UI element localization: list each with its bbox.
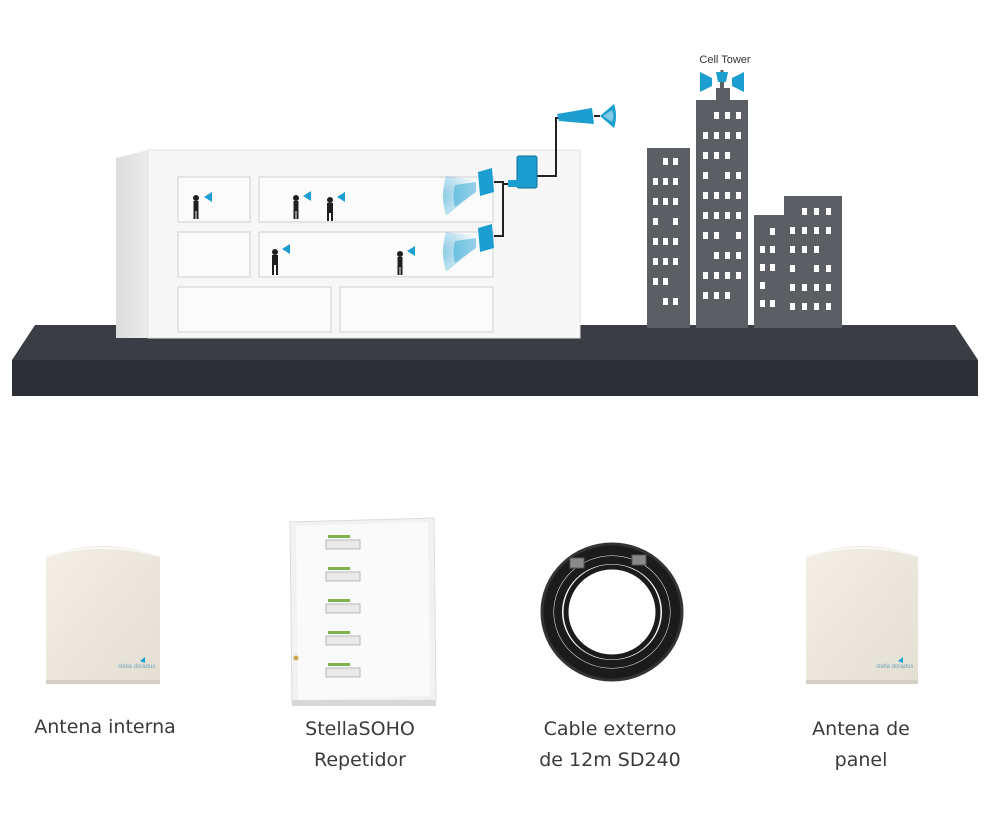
panel-antenna-product: stella doradus	[805, 546, 919, 684]
svg-text:stella doradus: stella doradus	[876, 664, 913, 670]
panel-antenna-label: Antena de panel	[812, 718, 910, 771]
repeater-product	[289, 517, 437, 706]
phone-signal-icons	[204, 191, 415, 256]
indoor-antenna-product: stella doradus	[45, 546, 161, 684]
outdoor-antenna	[557, 104, 616, 128]
svg-text:stella doradus: stella doradus	[118, 664, 155, 670]
indoor-antenna-label: Antena interna	[34, 716, 176, 738]
cable-coil-product	[540, 542, 684, 682]
indoor-antenna-lower	[443, 224, 494, 272]
cable-label: Cable externo de 12m SD240	[539, 718, 681, 771]
cell-tower-label: Cell Tower	[699, 54, 750, 66]
indoor-antenna-upper	[443, 168, 494, 216]
cell-tower	[700, 70, 744, 96]
repeater-label: StellaSOHO Repetidor	[305, 718, 415, 771]
city-windows	[653, 112, 831, 310]
indoor-users	[193, 195, 403, 275]
repeater-unit	[508, 155, 538, 189]
building	[116, 149, 581, 339]
